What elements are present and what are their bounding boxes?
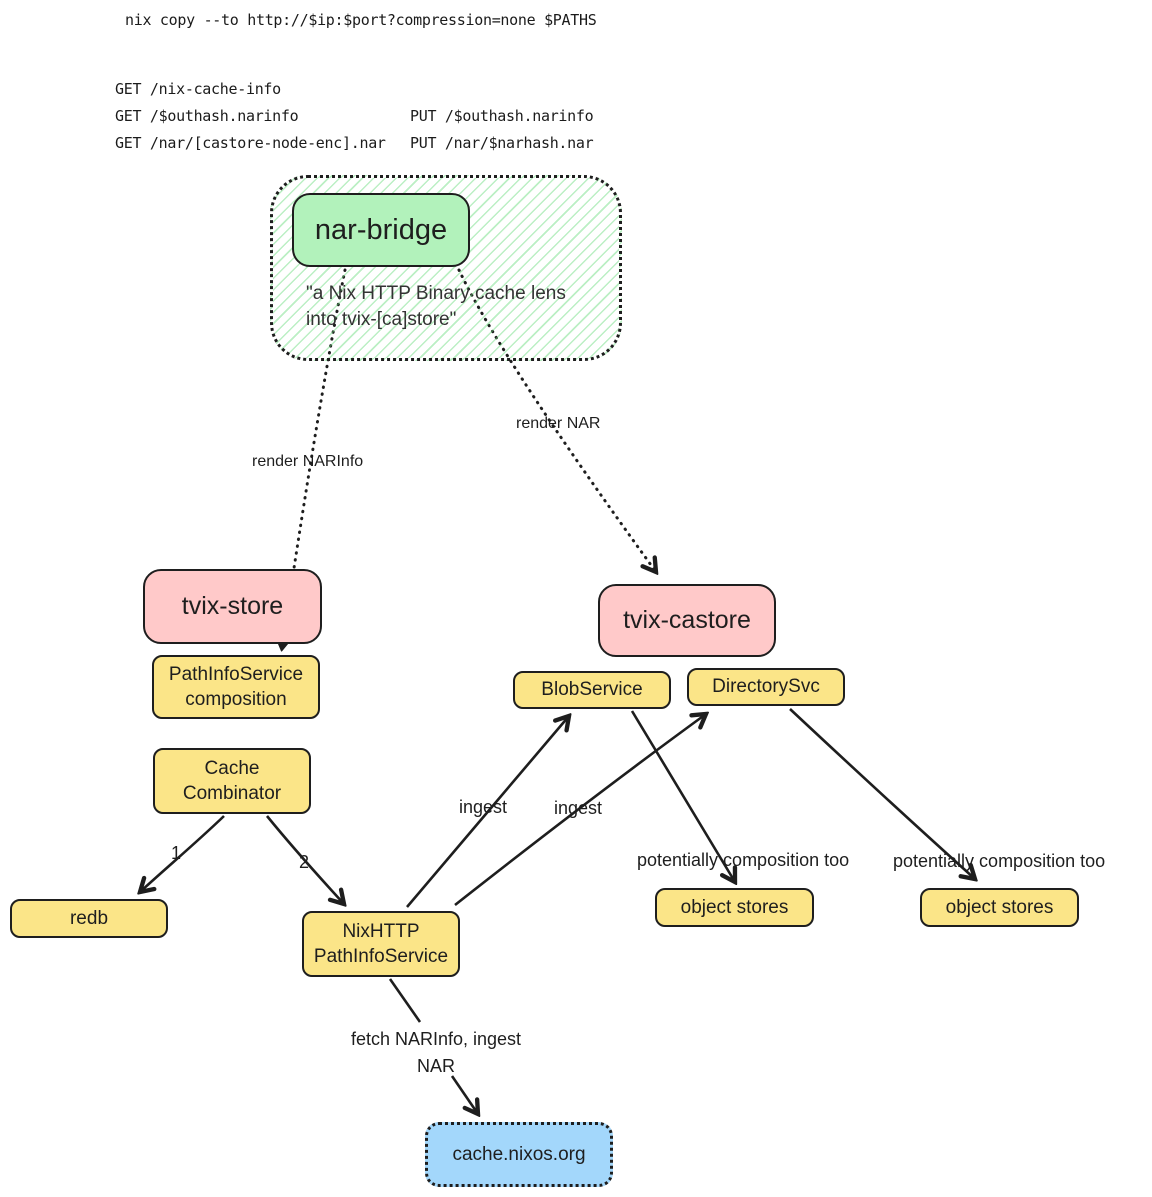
put-endpoint-line: PUT /$outhash.narinfo <box>410 107 594 125</box>
nar-bridge-description: "a Nix HTTP Binary cache lens into tvix-… <box>306 283 566 330</box>
node-tvix-castore: tvix-castore <box>598 584 776 657</box>
label-ingest-blob: ingest <box>459 797 508 817</box>
label-edge-2: 2 <box>299 852 310 872</box>
nix-copy-command: nix copy --to http://$ip:$port?compressi… <box>125 11 597 29</box>
label-render-nar: render NAR <box>516 415 601 432</box>
node-cache-nixos-org: cache.nixos.org <box>425 1122 613 1187</box>
node-pathinfoservice-composition: PathInfoService composition <box>152 655 320 719</box>
arrow-nixhttp-to-cachenixos-lower <box>450 1075 478 1114</box>
arrow-cachecombinator-to-redb <box>140 815 225 892</box>
node-object-stores-left: object stores <box>655 888 814 927</box>
node-tvix-store: tvix-store <box>143 569 322 644</box>
label-potentially-composition-right: potentially composition too <box>893 851 1106 871</box>
node-nixhttp-pathinfoservice: NixHTTP PathInfoService <box>302 911 460 977</box>
label-edge-1: 1 <box>171 843 182 863</box>
node-object-stores-right: object stores <box>920 888 1079 927</box>
node-blobservice: BlobService <box>513 671 671 709</box>
get-endpoint-line: GET /$outhash.narinfo <box>115 107 299 125</box>
label-potentially-composition-left: potentially composition too <box>637 850 850 870</box>
label-ingest-dir: ingest <box>554 798 603 818</box>
get-endpoint-line: GET /nix-cache-info <box>115 80 281 98</box>
label-render-narinfo: render NARInfo <box>252 453 364 470</box>
put-endpoint-line: PUT /nar/$narhash.nar <box>410 134 594 152</box>
nar-bridge-group: nar-bridge "a Nix HTTP Binary cache lens… <box>270 175 622 361</box>
get-endpoint-line: GET /nar/[castore-node-enc].nar <box>115 134 386 152</box>
node-directorysvc: DirectorySvc <box>687 668 845 706</box>
node-cache-combinator: Cache Combinator <box>153 748 311 814</box>
node-redb: redb <box>10 899 168 938</box>
label-fetch-narinfo-ingest-nar: fetch NARInfo, ingest NAR <box>350 1029 522 1076</box>
arrow-nixhttp-to-cachenixos-upper <box>388 978 422 1023</box>
node-nar-bridge: nar-bridge <box>292 193 470 267</box>
